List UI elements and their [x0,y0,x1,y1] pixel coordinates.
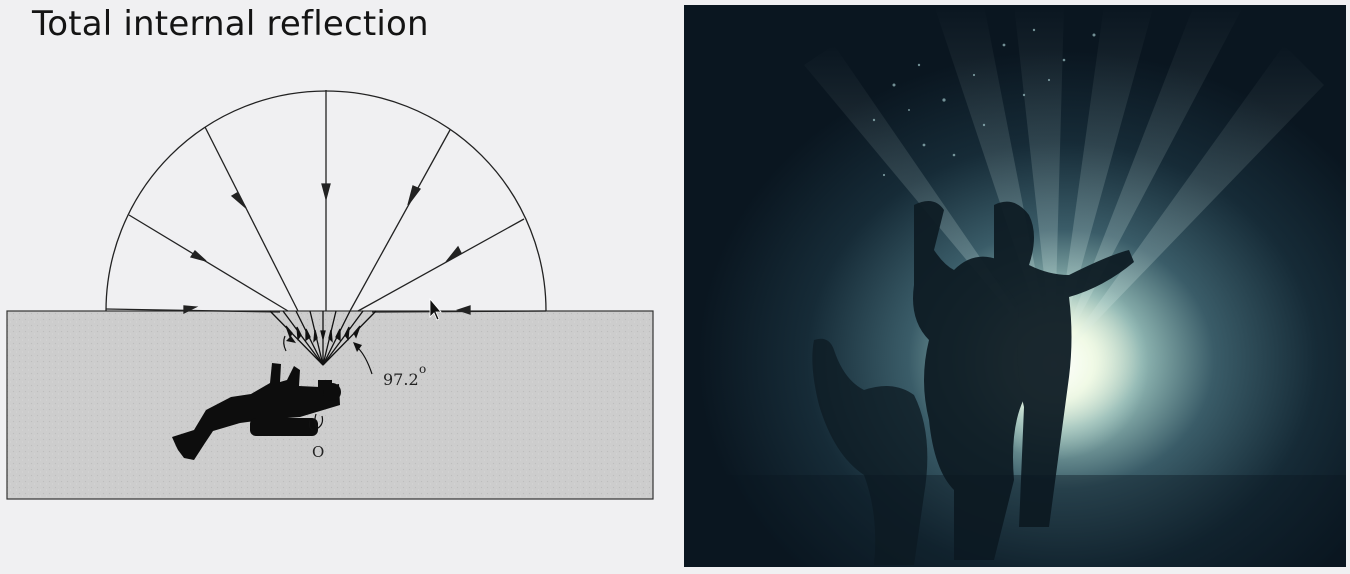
angle-unit: o [419,362,426,376]
ray-vertical-arrowhead [321,183,331,202]
angle-arrow-left [286,336,296,343]
slide-title: Total internal reflection [32,4,429,44]
diver-silhouette-icon [172,363,341,460]
ray-left-grazing [105,308,281,313]
ray-right-low-arrowhead [445,245,462,263]
angle-label: 97.2 [383,370,419,389]
cone-angle-marker [283,335,373,375]
ray-left-high [204,126,299,312]
incident-rays [105,90,547,315]
ray-right-grazing-arrowhead [455,305,471,315]
ray-left-low [128,214,289,312]
ray-left-high-arrowhead [230,192,247,209]
angle-arrow-right [353,342,362,352]
refracted-rays [269,310,377,366]
mouse-pointer-icon [429,297,442,321]
ray-right-high [349,129,451,312]
regulator-hose [308,413,324,431]
ray-right-low [357,218,525,312]
total-internal-reflection-diagram: 97.2 o O [6,90,654,500]
ray-right-high-arrowhead [407,185,422,206]
point-o-label: O [312,443,324,461]
ray-left-low-arrowhead [189,250,207,262]
ray-left-grazing-arrowhead [183,305,199,315]
underwater-divers-photo [684,5,1346,567]
ray-right-grazing [371,310,547,313]
